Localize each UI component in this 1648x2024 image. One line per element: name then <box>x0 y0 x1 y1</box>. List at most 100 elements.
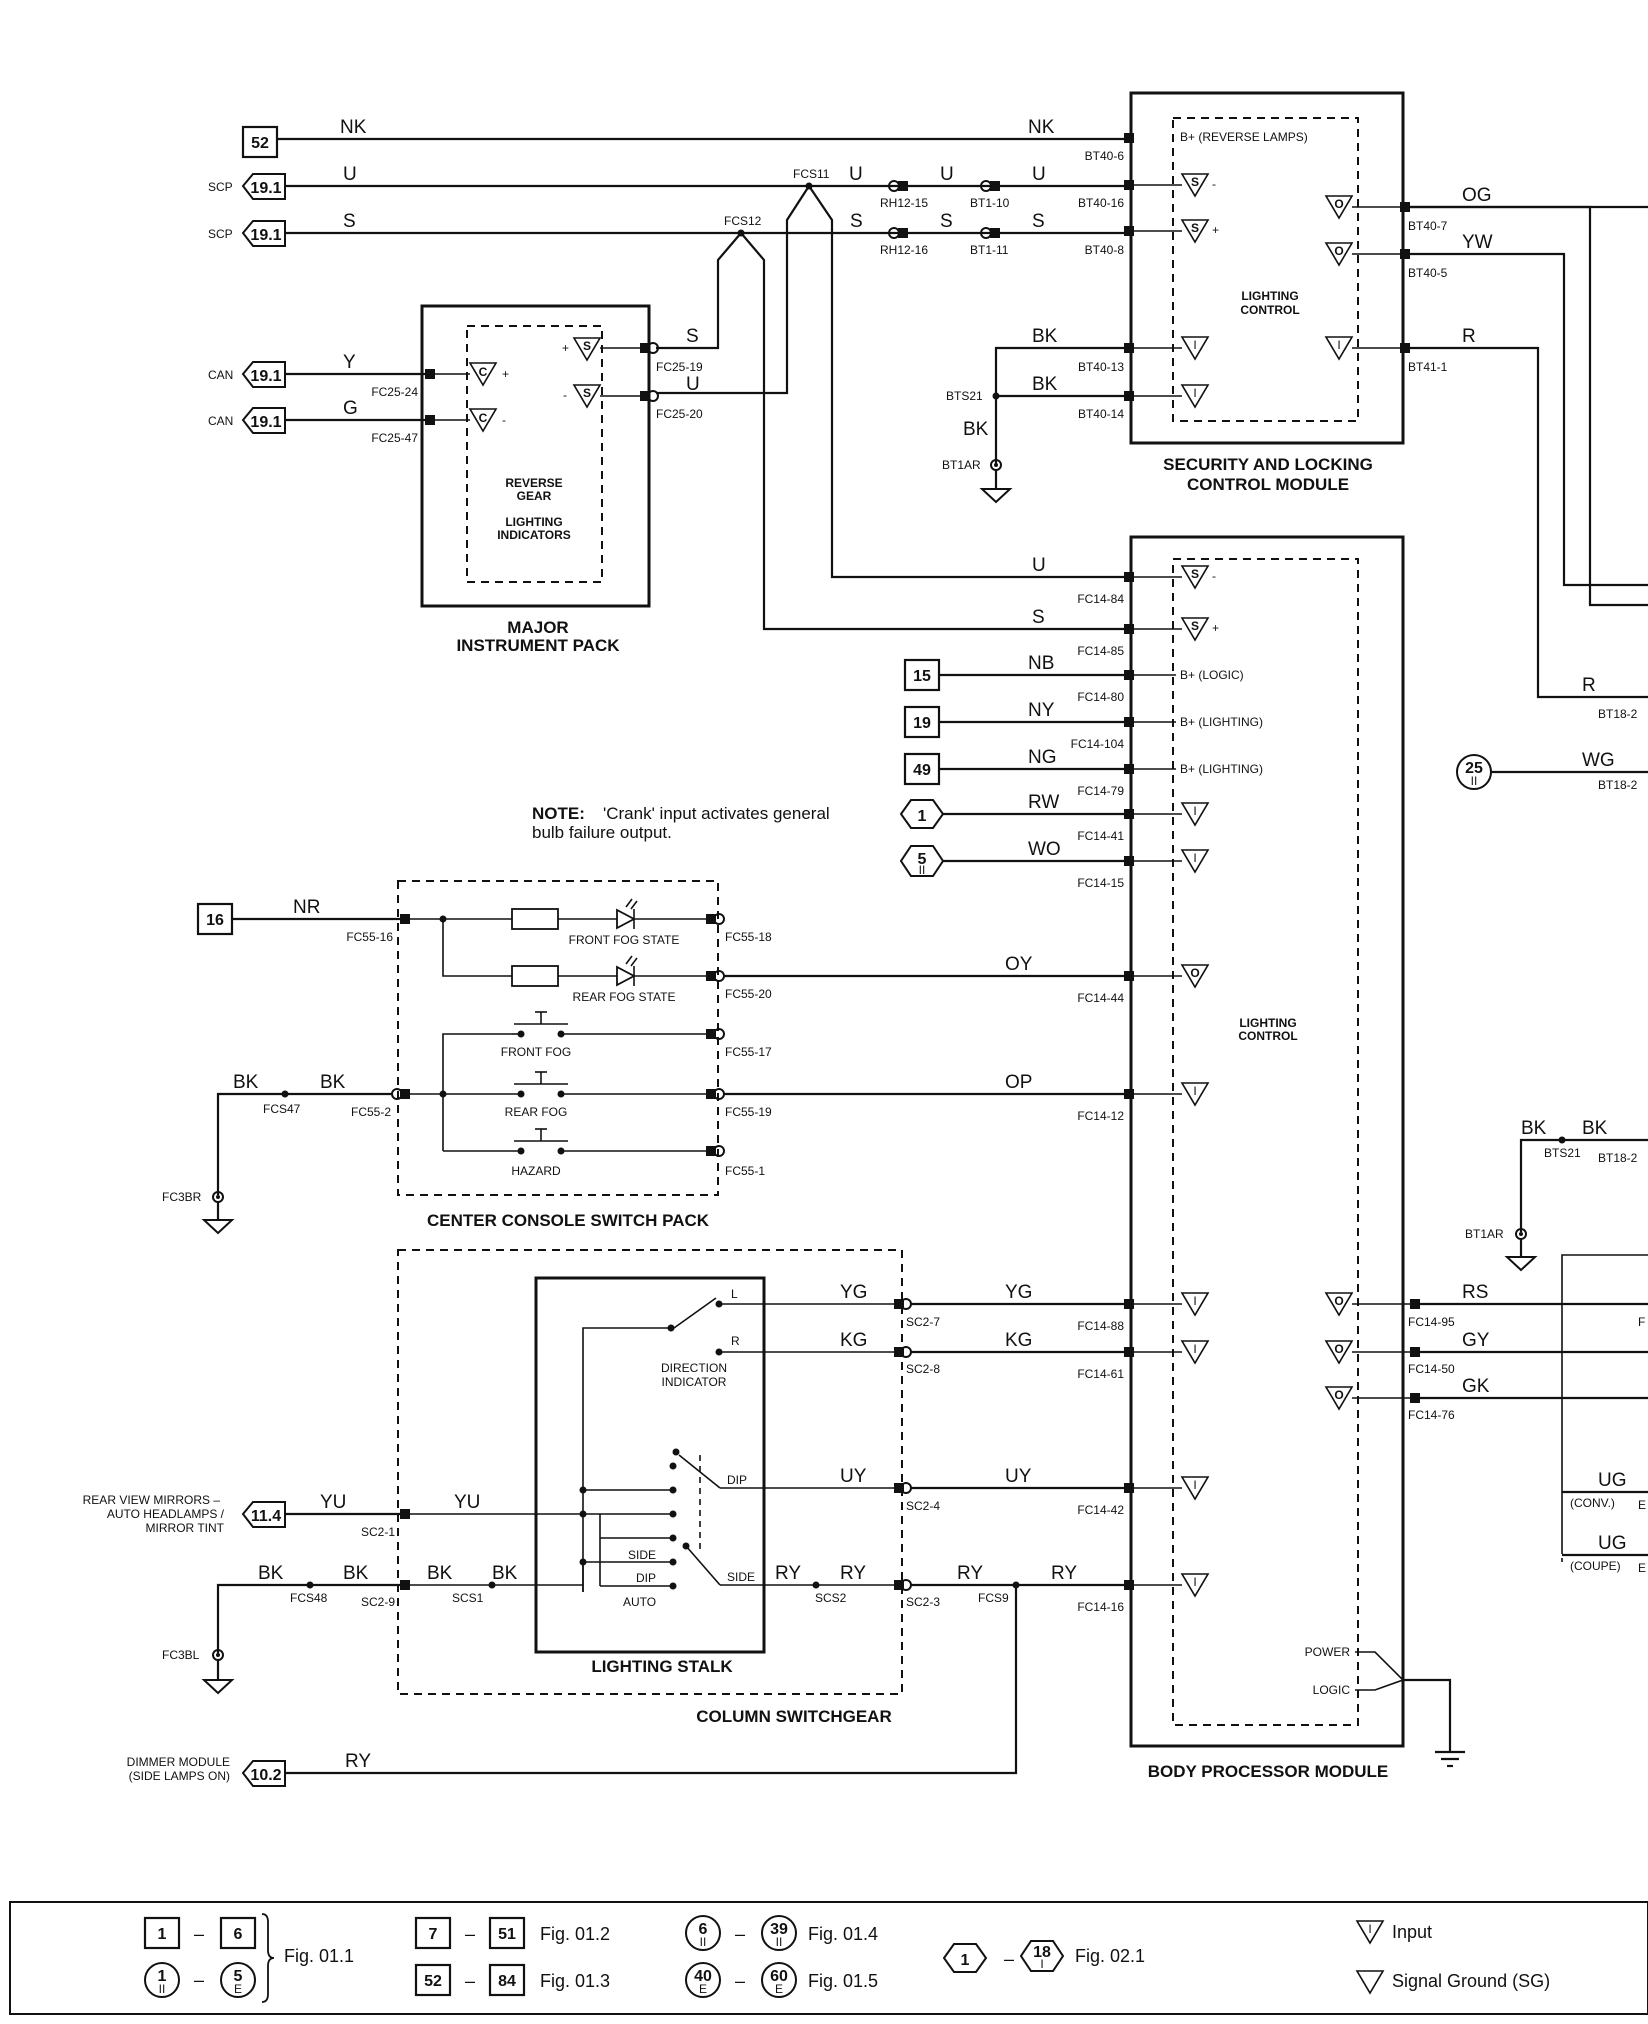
svg-text:–: – <box>465 1924 475 1944</box>
wire-label-og: OG <box>1462 185 1492 206</box>
svg-text:S: S <box>1191 619 1199 633</box>
wire-label-bk-slcm-1: BK <box>1032 326 1058 347</box>
ref-scp-1: 19.1 <box>250 180 281 197</box>
wire-label-s-mip: S <box>686 326 699 347</box>
wire-ny: 19 NY <box>903 700 1124 739</box>
ref-15: 15 <box>913 668 931 685</box>
conn-bt18-a: BT18-2 <box>1598 707 1638 721</box>
conn-conv: (CONV.) <box>1570 1496 1615 1510</box>
svg-text:E: E <box>699 1982 707 1996</box>
wire-label-u-mip: U <box>686 374 700 395</box>
svg-text:18: 18 <box>1033 1944 1051 1961</box>
wire-label-u-2: U <box>849 164 863 185</box>
svg-text:B+ (LIGHTING): B+ (LIGHTING) <box>1180 762 1263 776</box>
ref-11-4: 11.4 <box>251 1508 281 1525</box>
slcm-conn-bt40-7: BT40-7 <box>1408 219 1448 233</box>
bpm-pin-fc14-41: FC14-41I <box>1077 802 1210 843</box>
conn-fcs9: FCS9 <box>978 1591 1009 1605</box>
svg-text:O: O <box>1334 1388 1343 1402</box>
wire-label-yu-1: YU <box>320 1492 346 1513</box>
svg-text:O: O <box>1334 197 1343 211</box>
colsw-conn-sc2-3: SC2-3 <box>906 1595 940 1609</box>
conn-fcs47: FCS47 <box>263 1102 301 1116</box>
svg-text:+: + <box>1212 223 1219 237</box>
slcm-conn-bt40-16: BT40-16 <box>1078 196 1124 210</box>
conn-cutoff-e-2: E <box>1638 1561 1646 1575</box>
legend-group-fig-01-3: 52 – 84 Fig. 01.3 <box>414 1963 610 1997</box>
bpm-output-symbol-3: O <box>1324 1386 1410 1411</box>
right-cutoff-area: 25 II WG BT18-2 BK BK BTS21 BT18-2 BT1AR… <box>1408 750 1648 1575</box>
slcm-symbol-s-minus: S - <box>1134 173 1216 198</box>
slcm-pins-left <box>1124 133 1134 401</box>
rvm-line-1: REAR VIEW MIRRORS – <box>83 1493 221 1507</box>
slcm-conn-bt40-14: BT40-14 <box>1078 407 1124 421</box>
wire-label-r-1: R <box>1462 326 1476 347</box>
conn-bt1-10: BT1-10 <box>970 196 1010 210</box>
colsw-conn-sc2-8: SC2-8 <box>906 1362 940 1376</box>
svg-text:FC14-80: FC14-80 <box>1077 690 1124 704</box>
mip-conn-fc25-47: FC25-47 <box>371 431 418 445</box>
wire-ng: 49 NG <box>903 747 1124 786</box>
ref-25: 25 <box>1465 760 1483 777</box>
ccsp-front-fog-state: FRONT FOG STATE <box>569 933 680 947</box>
wire-label-yg-2: YG <box>1005 1282 1032 1303</box>
svg-text:–: – <box>194 1924 204 1944</box>
wire-ry-dimmer: DIMMER MODULE (SIDE LAMPS ON) 10.2 <box>127 1755 286 1787</box>
colsw-title: COLUMN SWITCHGEAR <box>696 1707 891 1726</box>
svg-text:39: 39 <box>770 1921 788 1938</box>
wire-label-bk-r-1: BK <box>1521 1118 1547 1139</box>
legend-group-fig-01-2: 7 – 51 Fig. 01.2 <box>414 1916 610 1950</box>
wire-label-u-bpm: U <box>1032 555 1046 576</box>
svg-text:I: I <box>1193 1342 1196 1356</box>
svg-text:40: 40 <box>694 1968 712 1985</box>
ref-49: 49 <box>913 762 931 779</box>
mip-inner-2: GEAR <box>517 489 552 503</box>
wire-scp-u: SCP 19.1 U U U U RH12-15 BT1-10 <box>208 164 1124 210</box>
svg-text:I: I <box>1193 1084 1196 1098</box>
conn-bts21: BTS21 <box>946 389 983 403</box>
bpm-pin-fc14-84: FC14-84S- <box>1077 565 1216 606</box>
legend-group-fig-01-5: 40 E – 60 E Fig. 01.5 <box>685 1962 878 1998</box>
bpm-pin-fc14-61: FC14-61I <box>1077 1340 1210 1381</box>
bpm-right-pins: OOO <box>1324 1292 1410 1411</box>
svg-text:+: + <box>562 341 569 355</box>
security-locking-control-module: LIGHTING CONTROL SECURITY AND LOCKING CO… <box>1078 91 1448 494</box>
bpm-power-label: POWER <box>1305 1645 1351 1659</box>
ccsp-rear-fog-state: REAR FOG STATE <box>573 990 676 1004</box>
wire-bk-col-ground: BK BK FCS48 FC3BL <box>162 1563 400 1695</box>
bpm-conn-fc14-76: FC14-76 <box>1408 1408 1455 1422</box>
svg-text:I: I <box>1193 1294 1196 1308</box>
svg-text:B+ (LOGIC): B+ (LOGIC) <box>1180 668 1244 682</box>
conn-scs1: SCS1 <box>452 1591 484 1605</box>
svg-text:I: I <box>1193 851 1196 865</box>
wire-label-u-4: U <box>1032 164 1046 185</box>
mip-title-line2: INSTRUMENT PACK <box>456 636 620 655</box>
slcm-title-line1: SECURITY AND LOCKING <box>1163 455 1373 474</box>
wire-can-g: CAN 19.1 G <box>208 398 425 434</box>
bpm-pin-fc14-85: FC14-85S+ <box>1077 617 1219 658</box>
wire-label-bk-ccsp-1: BK <box>233 1072 259 1093</box>
ref-10-2: 10.2 <box>250 1767 281 1784</box>
ref-25-sub: II <box>1471 774 1478 788</box>
can-tag-2: CAN <box>208 414 233 428</box>
wire-label-u-3: U <box>940 164 954 185</box>
mip-inner-1: REVERSE <box>505 476 562 490</box>
slcm-ground: BK BK BTS21 BK BT1AR <box>942 326 1124 504</box>
svg-text:S: S <box>1191 567 1199 581</box>
bpm-conn-fc14-50: FC14-50 <box>1408 1362 1455 1376</box>
wire-label-yg-1: YG <box>840 1282 867 1303</box>
body-processor-module: LIGHTING CONTROL BODY PROCESSOR MODULE P… <box>1071 535 1465 1781</box>
svg-text:I: I <box>1193 386 1196 400</box>
svg-text:FC14-41: FC14-41 <box>1077 829 1124 843</box>
wire-label-ry-3: RY <box>957 1563 983 1584</box>
wire-label-wg: WG <box>1582 750 1615 771</box>
svg-text:1: 1 <box>158 1968 167 1985</box>
wire-label-u-1: U <box>343 164 357 185</box>
conn-bt18-b: BT18-2 <box>1598 778 1638 792</box>
svg-text:-: - <box>1212 177 1216 191</box>
wire-label-rw: RW <box>1028 792 1059 813</box>
bpm-pin-fc14-44: FC14-44O <box>1077 964 1210 1005</box>
conn-cutoff-f: F <box>1638 1315 1645 1329</box>
wire-label-s-1: S <box>343 211 356 232</box>
